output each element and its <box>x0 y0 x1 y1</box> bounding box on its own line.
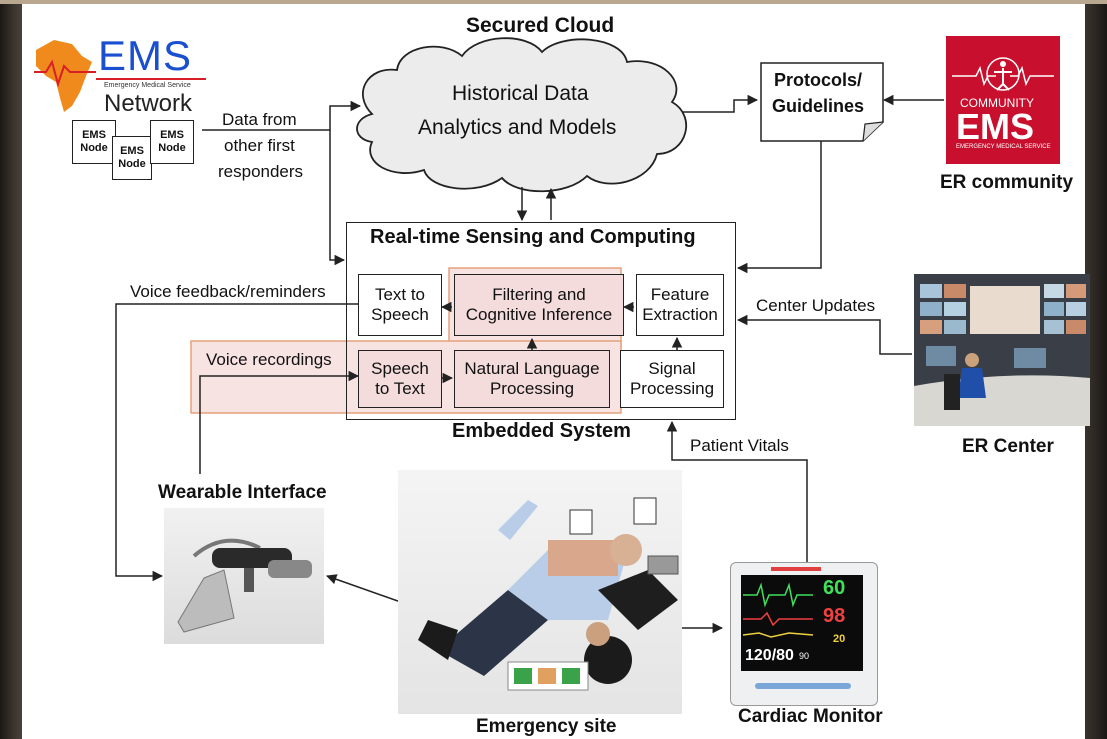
embedded-system-label: Embedded System <box>452 420 631 442</box>
temp-value: 20 <box>833 633 846 645</box>
speech-to-text-line-1: Speech <box>371 359 429 378</box>
monitor-screen: 60 98 120/80 90 20 <box>741 575 863 671</box>
community-ems-logo: COMMUNITY EMS EMERGENCY MEDICAL SERVICE <box>946 36 1060 164</box>
protocols-line-2: Guidelines <box>772 96 865 116</box>
control-room-illustration <box>914 274 1090 426</box>
blood-pressure-small: 90 <box>799 651 810 661</box>
feature-line-2: Extraction <box>642 305 718 324</box>
ems-node-2: EMS Node <box>112 136 152 180</box>
cloud-text-line-1: Historical Data <box>452 82 589 105</box>
cardiac-monitor-device: 60 98 120/80 90 20 <box>730 562 878 706</box>
wearable-device-photo <box>164 508 324 644</box>
nlp-line-2: Processing <box>489 379 575 398</box>
er-center-photo <box>914 274 1090 426</box>
ems-node-2-label: EMS Node <box>118 145 146 170</box>
er-community-label: ER community <box>940 172 1074 193</box>
center-updates-label: Center Updates <box>756 296 876 315</box>
ems-network-label: Network <box>104 90 193 117</box>
emergency-site-label: Emergency site <box>476 716 617 737</box>
blood-pressure-value: 120/80 <box>745 647 794 664</box>
community-logo-tagline: EMERGENCY MEDICAL SERVICE <box>956 144 1051 150</box>
diagram-panel: Secured Cloud Historical Data Analytics … <box>22 4 1090 739</box>
ems-node-3-label: EMS Node <box>158 129 186 154</box>
background-edge-top <box>0 0 1107 4</box>
cloud-title: Secured Cloud <box>466 14 615 37</box>
speech-to-text-line-2: to Text <box>375 379 425 398</box>
signal-line-2: Processing <box>629 379 715 398</box>
ems-node-1: EMS Node <box>72 120 116 164</box>
document-shape <box>760 62 884 142</box>
ecg-waveform <box>742 582 814 638</box>
ems-node-3: EMS Node <box>150 120 194 164</box>
data-from-line-1: Data from <box>222 110 297 129</box>
star-of-life-icon <box>952 57 1054 91</box>
voice-recordings-label: Voice recordings <box>206 350 332 369</box>
community-logo-main: EMS <box>956 106 1035 147</box>
ems-logo-underline <box>96 78 206 80</box>
ems-logo-text: EMS <box>98 32 193 79</box>
feature-line-1: Feature <box>650 285 710 304</box>
monitor-alarm-light <box>771 567 821 571</box>
patient-vitals-label: Patient Vitals <box>690 436 789 455</box>
wearable-interface-label: Wearable Interface <box>158 482 327 503</box>
er-center-label: ER Center <box>962 436 1054 457</box>
filtering-line-1: Filtering and <box>492 285 586 304</box>
background-edge-left <box>0 0 22 739</box>
community-logo-top: COMMUNITY <box>960 96 1034 110</box>
nlp-line-1: Natural Language <box>464 359 600 378</box>
spo2-value: 98 <box>823 605 846 627</box>
signal-line-1: Signal <box>648 359 696 378</box>
heart-rate-value: 60 <box>823 577 846 599</box>
protocols-line-1: Protocols/ <box>774 70 863 90</box>
emergency-site-photo <box>398 470 682 714</box>
ems-network-logo: EMS Emergency Medical Service Network <box>28 32 208 124</box>
ems-node-1-label: EMS Node <box>80 129 108 154</box>
background-edge-right <box>1085 0 1107 739</box>
smart-glasses-icon <box>177 538 312 633</box>
data-from-line-3: responders <box>218 162 304 181</box>
ems-logo-tagline: Emergency Medical Service <box>104 82 191 89</box>
africa-map-icon <box>34 40 96 112</box>
cardiac-monitor-label: Cardiac Monitor <box>738 706 883 727</box>
protocols-document: Protocols/ Guidelines <box>760 62 884 142</box>
cloud-shape <box>356 37 688 193</box>
realtime-system-box <box>346 222 736 420</box>
data-from-line-2: other first <box>224 136 295 155</box>
realtime-title: Real-time Sensing and Computing <box>370 226 696 248</box>
text-to-speech-line-1: Text to <box>374 285 426 304</box>
filtering-line-2: Cognitive Inference <box>465 305 613 324</box>
text-to-speech-line-2: Speech <box>371 305 429 324</box>
cloud-text-line-2: Analytics and Models <box>418 116 617 139</box>
monitor-button-strip <box>755 683 851 689</box>
voice-feedback-label: Voice feedback/reminders <box>130 282 326 301</box>
patient-scene-illustration <box>418 497 679 691</box>
